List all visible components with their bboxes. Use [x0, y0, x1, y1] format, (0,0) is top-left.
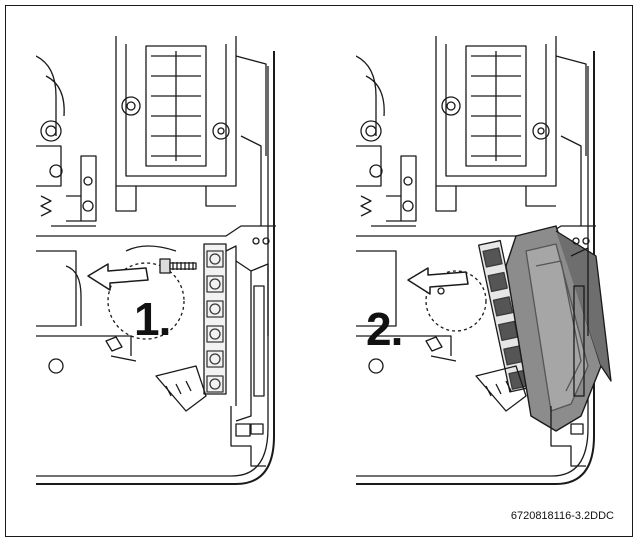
arrow-left-icon [87, 263, 149, 291]
terminal-cover [505, 225, 612, 432]
arrow-left-icon [407, 267, 469, 295]
appliance-drawing-step-2 [356, 36, 612, 485]
step-2-label: 2. [366, 303, 403, 355]
panel-step-2 [356, 36, 636, 506]
appliance-drawing-step-1 [36, 36, 276, 485]
panel-step-1 [36, 36, 316, 506]
figure-reference-code: 6720818116-3.2DDC [510, 510, 614, 522]
figure-frame: 1. 2. 6720818116-3.2DDC [5, 5, 633, 537]
screw-icon [159, 258, 197, 274]
step-1-label: 1. [134, 293, 171, 345]
